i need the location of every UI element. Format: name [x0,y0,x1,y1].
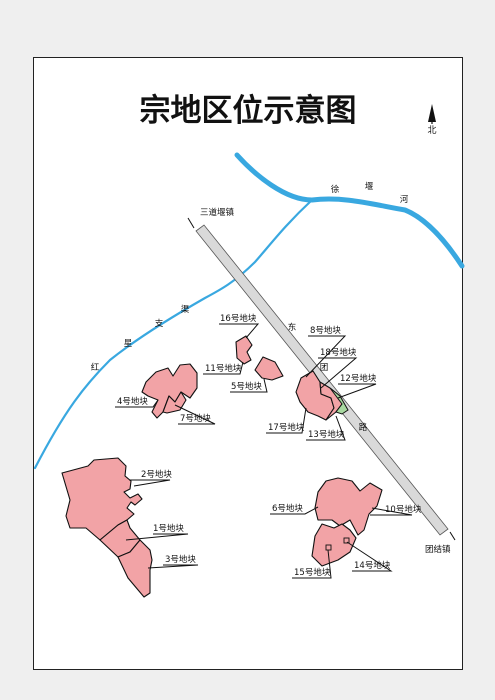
canal-char: 渠 [181,304,190,315]
parcel-label-14: 14号地块 [354,560,391,571]
parcel-label-1: 1号地块 [153,523,184,534]
parcel-label-13: 13号地块 [308,429,345,440]
parcel-label-11: 11号地块 [205,363,242,374]
parcel-15-14 [311,523,357,567]
canal-char: 红 [91,362,100,373]
parcel-label-2: 2号地块 [141,469,172,480]
parcel-11-5 [254,356,284,381]
parcel-label-15: 15号地块 [294,567,331,578]
road-char: 路 [359,422,368,433]
parcel-label-3: 3号地块 [165,554,196,565]
north-label: 北 [427,125,436,136]
parcel-label-17: 17号地块 [268,422,305,433]
river-char: 河 [400,194,409,205]
parcel-highlight [329,387,349,415]
parcel-3 [117,539,153,598]
xu-yan-river [234,152,465,269]
parcel-15-mark [325,544,332,551]
north-arrow-icon [428,104,436,124]
map-title: 宗地区位示意图 [140,93,357,129]
map-frame [33,57,463,670]
parcel-16 [235,335,253,365]
parcel-label-10: 10号地块 [385,504,422,515]
parcel-label-4: 4号地块 [117,396,148,407]
parcel-label-8: 8号地块 [310,325,341,336]
parcel-label-12: 12号地块 [340,373,377,384]
parcel-label-18: 18号地块 [320,347,357,358]
parcel-label-16: 16号地块 [220,313,257,324]
road-end-label: 团结镇 [425,544,451,555]
parcel-label-7: 7号地块 [180,413,211,424]
parcel-label-5: 5号地块 [231,381,262,392]
parcel-2 [61,457,143,541]
river-char: 徐 [331,184,340,195]
road-char: 团 [320,363,329,373]
road-char: 东 [288,322,297,333]
hong-xing-canal [33,198,314,470]
canal-char: 支 [155,318,164,329]
canal-char: 星 [124,339,133,349]
parcel-label-6: 6号地块 [272,503,303,514]
river-char: 堰 [365,181,374,192]
parcel-6-10 [314,477,383,536]
parcel-14-mark [343,537,350,544]
road-start-label: 三道堰镇 [200,207,235,218]
dongtuan-road [195,224,449,536]
